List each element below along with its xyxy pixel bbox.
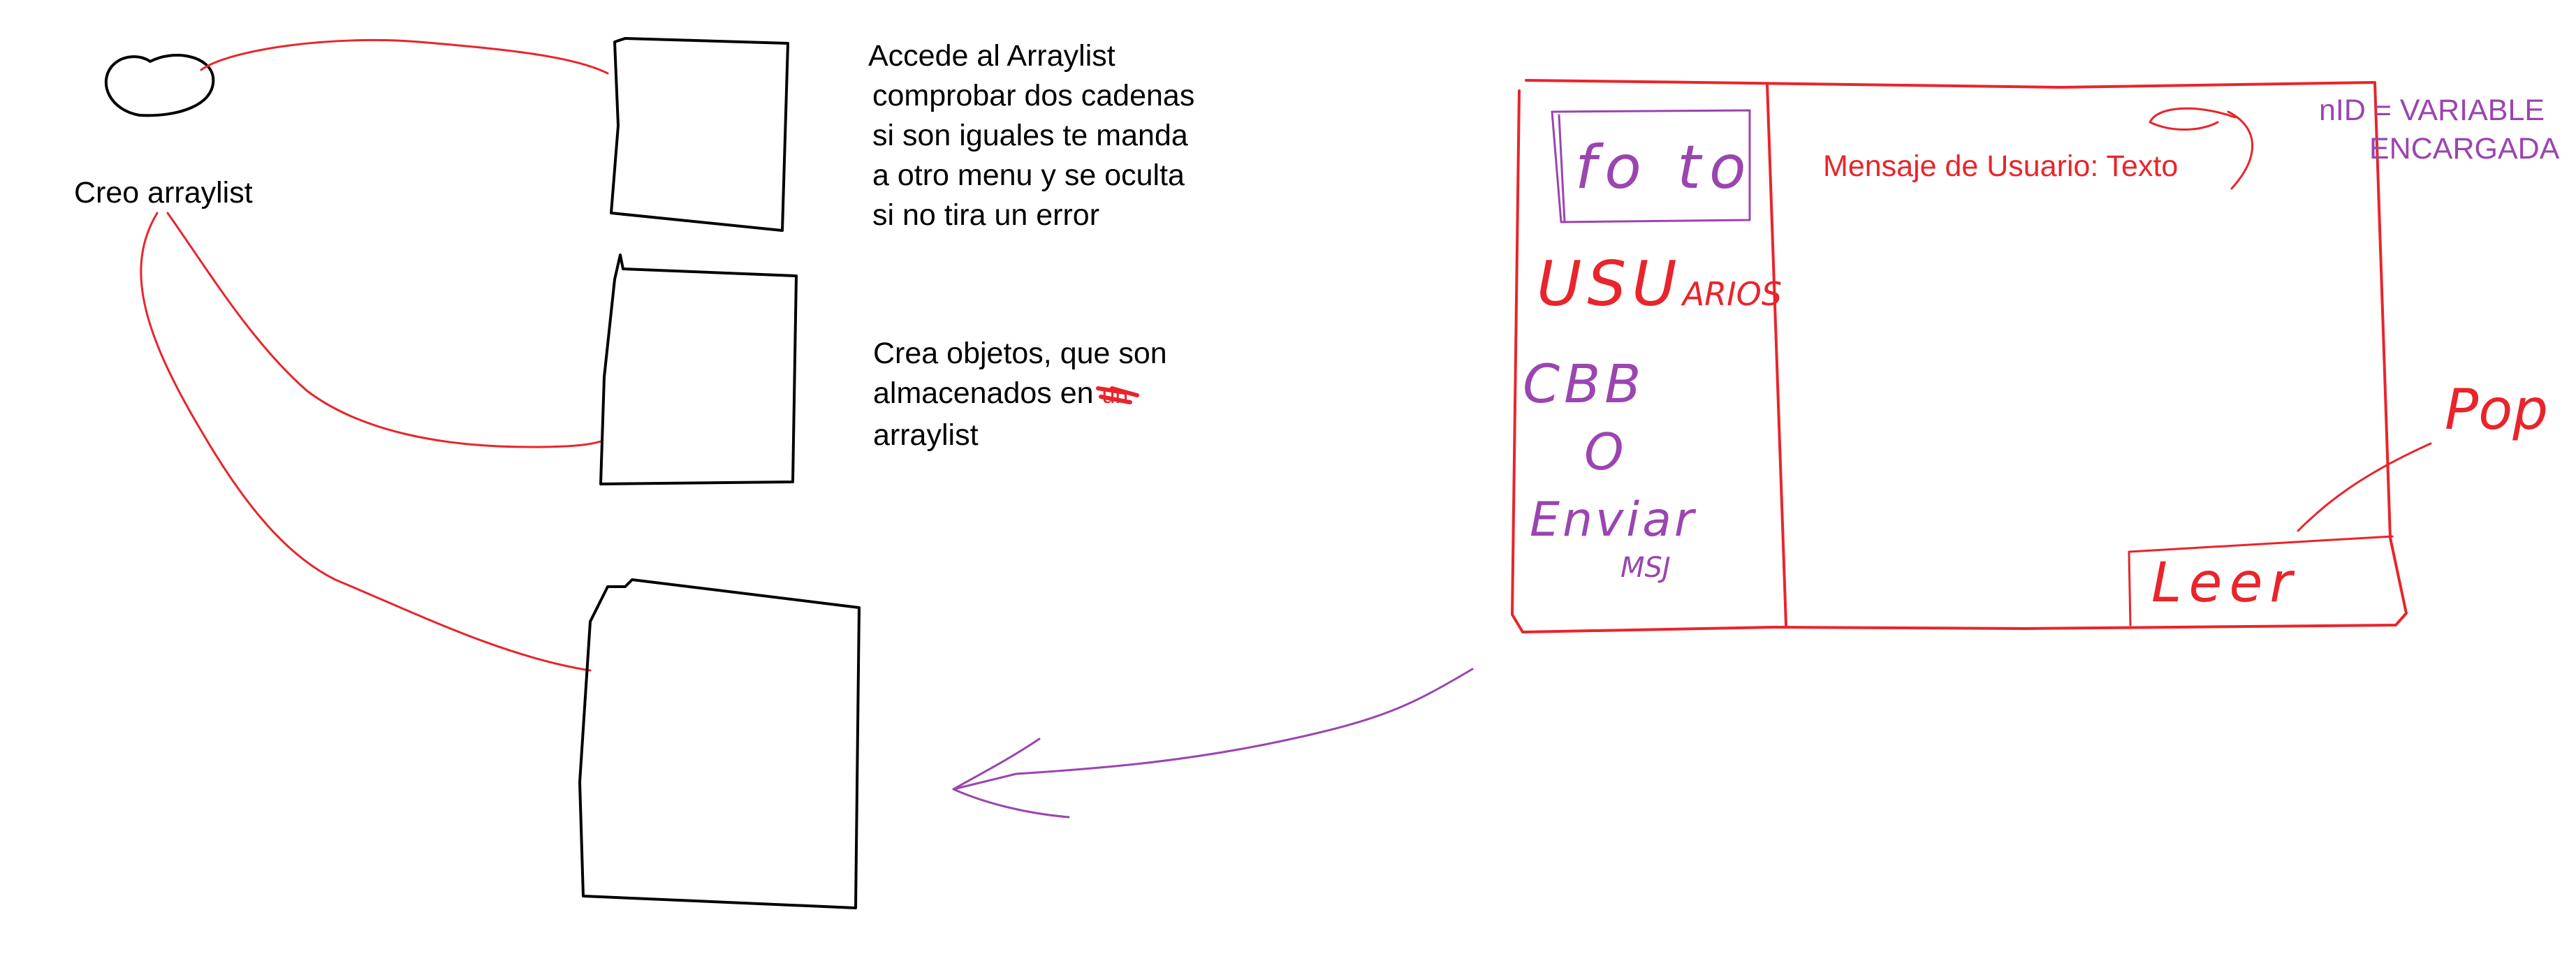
note-line: a otro menu y se oculta	[872, 159, 1185, 192]
send-suffix-label: MSJ	[1620, 552, 1671, 584]
connector-label-box3	[140, 212, 592, 672]
flow-arrow	[952, 668, 1474, 791]
users-label-suffix: ARIOS	[1682, 275, 1783, 313]
login-note: Accede al Arraylist comprobar dos cadena…	[868, 36, 1194, 235]
create-note: Crea objetos, que son almacenados en un …	[873, 334, 1167, 455]
photo-label: fo to	[1575, 133, 1755, 203]
note-line: Accede al Arraylist	[868, 39, 1115, 73]
screen-box-chat	[578, 578, 861, 909]
note-line: si no tira un error	[872, 198, 1100, 232]
send-label: Enviar	[1530, 492, 1697, 548]
or-label: O	[1584, 423, 1624, 481]
variable-note-line1: nID = VARIABLE	[2319, 94, 2545, 127]
variable-note-line2: ENCARGADA	[2369, 132, 2560, 166]
screen-box-login	[610, 37, 789, 232]
crossed-word: un	[1102, 382, 1129, 409]
arraylist-circle	[104, 54, 215, 117]
crossed-out-word	[1096, 386, 1139, 404]
screen-box-create	[599, 254, 798, 485]
read-button[interactable]: Leer	[2151, 552, 2299, 615]
flow-arrow-head	[952, 738, 1070, 819]
read-button-frame	[2128, 535, 2394, 626]
sidebar-divider	[1766, 82, 1787, 626]
users-label: USUARIOS	[1537, 248, 1782, 320]
note-line: si son iguales te manda	[872, 119, 1188, 152]
note-line: almacenados en un	[873, 374, 1167, 416]
arraylist-label: Creo arraylist	[74, 176, 253, 210]
chat-window-frame	[1511, 79, 2408, 633]
connector-circle-box1	[200, 38, 609, 75]
refresh-scribble	[2149, 107, 2254, 190]
note-text: almacenados en	[873, 376, 1094, 410]
note-line: comprobar dos cadenas	[872, 79, 1195, 112]
photo-box	[1551, 109, 1751, 223]
popup-pointer	[2297, 442, 2432, 532]
users-label-main: USU	[1537, 248, 1683, 320]
popup-label: Pop	[2445, 377, 2548, 442]
message-label: Mensaje de Usuario: Texto	[1823, 149, 2179, 183]
combobox-label: CBB	[1523, 353, 1646, 415]
note-line: arraylist	[873, 418, 979, 452]
note-line: Crea objetos, que son	[873, 337, 1167, 370]
connector-label-box2	[166, 212, 602, 448]
